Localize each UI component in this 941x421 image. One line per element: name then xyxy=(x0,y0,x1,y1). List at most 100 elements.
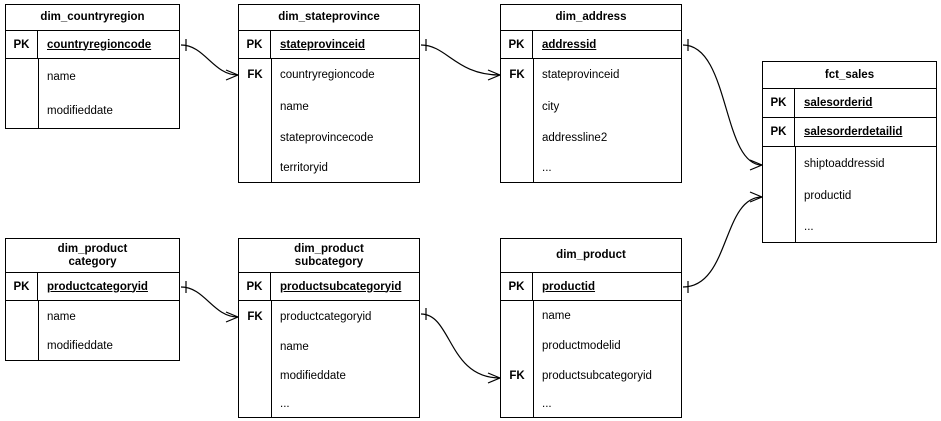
key-label xyxy=(763,180,795,212)
key-label xyxy=(6,332,38,360)
key-label: FK xyxy=(247,310,263,323)
attribute-name: productsubcategoryid xyxy=(542,369,652,382)
attribute-name: ... xyxy=(804,221,814,233)
entity-title-dim_productsubcategory: dim_product subcategory xyxy=(239,239,419,273)
entity-dim_product[interactable]: dim_product PK productid name productmod… xyxy=(500,238,682,418)
entity-dim_stateprovince[interactable]: dim_stateprovince PK stateprovinceid FK … xyxy=(238,4,420,183)
entity-dim_productsubcategory[interactable]: dim_product subcategory PK productsubcat… xyxy=(238,238,420,418)
attribute-row[interactable]: PK countryregioncode xyxy=(6,31,179,59)
attribute-row[interactable]: FK stateprovinceid xyxy=(501,59,681,91)
attribute-name: stateprovincecode xyxy=(280,131,374,144)
key-label xyxy=(239,390,271,417)
key-label xyxy=(763,147,795,180)
attribute-row[interactable]: modifieddate xyxy=(6,94,179,128)
many-marker xyxy=(225,311,239,323)
key-label xyxy=(239,153,271,182)
entity-title-line: dim_product xyxy=(57,242,128,255)
attribute-row[interactable]: ... xyxy=(501,390,681,417)
entity-title-fct_sales: fct_sales xyxy=(763,62,936,89)
attribute-row[interactable]: productid xyxy=(763,180,936,212)
many-marker xyxy=(487,69,501,81)
attribute-row[interactable]: modifieddate xyxy=(239,361,419,390)
attribute-body: shiptoaddressid productid ... xyxy=(763,147,936,242)
attribute-name: addressid xyxy=(542,38,597,51)
entity-dim_address[interactable]: dim_address PK addressid FK stateprovinc… xyxy=(500,4,682,183)
entity-title-dim_address: dim_address xyxy=(501,5,681,31)
attribute-row[interactable]: ... xyxy=(501,153,681,182)
attribute-name: territoryid xyxy=(280,161,328,174)
key-label xyxy=(239,91,271,122)
key-label xyxy=(6,94,38,128)
attribute-name: productmodelid xyxy=(542,340,621,352)
attribute-row[interactable]: modifieddate xyxy=(6,332,179,360)
relationship-stateprovince-address xyxy=(420,39,501,81)
attribute-name: shiptoaddressid xyxy=(804,157,885,170)
attribute-name: modifieddate xyxy=(280,369,346,382)
attribute-row[interactable]: city xyxy=(501,91,681,122)
key-label: PK xyxy=(501,31,533,58)
attribute-name: modifieddate xyxy=(47,340,113,352)
attribute-name: ... xyxy=(542,397,552,410)
many-marker xyxy=(225,69,239,81)
entity-title-line: category xyxy=(68,255,117,268)
many-marker xyxy=(749,191,763,203)
attribute-row[interactable]: ... xyxy=(239,390,419,417)
attribute-row[interactable]: productmodelid xyxy=(501,331,681,361)
attribute-body: name modifieddate xyxy=(6,301,179,360)
entity-title-dim_countryregion: dim_countryregion xyxy=(6,5,179,31)
attribute-body: FK stateprovinceid city addressline2 ... xyxy=(501,59,681,182)
attribute-row[interactable]: PK addressid xyxy=(501,31,681,59)
attribute-row[interactable]: FK productsubcategoryid xyxy=(501,361,681,390)
relationship-productsubcategory-product xyxy=(420,308,501,384)
key-label: PK xyxy=(239,273,271,300)
key-label xyxy=(501,331,533,361)
attribute-row[interactable]: name xyxy=(501,301,681,331)
entity-dim_productcategory[interactable]: dim_product category PK productcategoryi… xyxy=(5,238,180,361)
key-label xyxy=(501,122,533,153)
relationship-product-fctsales xyxy=(682,191,763,293)
attribute-name: name xyxy=(280,100,309,113)
attribute-row[interactable]: addressline2 xyxy=(501,122,681,153)
attribute-row[interactable]: PK productcategoryid xyxy=(6,273,179,301)
attribute-name: city xyxy=(542,100,560,113)
key-label: FK xyxy=(509,69,525,81)
key-label xyxy=(6,59,38,94)
attribute-row[interactable]: PK stateprovinceid xyxy=(239,31,419,59)
attribute-row[interactable]: name xyxy=(239,332,419,361)
entity-title-line: dim_stateprovince xyxy=(278,11,380,23)
relationship-productcategory-productsubcategory xyxy=(180,281,239,323)
attribute-name: productsubcategoryid xyxy=(280,280,402,293)
entity-title-line: subcategory xyxy=(294,255,364,268)
entity-dim_countryregion[interactable]: dim_countryregion PK countryregioncode n… xyxy=(5,4,180,129)
attribute-name: productid xyxy=(542,280,596,293)
attribute-name: ... xyxy=(280,397,290,410)
attribute-row[interactable]: PK salesorderdetailid xyxy=(763,118,936,147)
attribute-row[interactable]: FK countryregioncode xyxy=(239,59,419,91)
attribute-row[interactable]: PK productid xyxy=(501,273,681,301)
key-label xyxy=(239,332,271,361)
attribute-row[interactable]: stateprovincecode xyxy=(239,122,419,153)
key-label: PK xyxy=(763,89,795,117)
key-label xyxy=(239,361,271,390)
attribute-body: name modifieddate xyxy=(6,59,179,128)
attribute-body: FK countryregioncode name stateprovincec… xyxy=(239,59,419,182)
attribute-row[interactable]: ... xyxy=(763,212,936,242)
entity-fct_sales[interactable]: fct_sales PK salesorderid PK salesorderd… xyxy=(762,61,937,243)
attribute-name: name xyxy=(47,310,76,323)
attribute-name: addressline2 xyxy=(542,131,608,144)
attribute-name: productid xyxy=(804,190,852,202)
attribute-row[interactable]: name xyxy=(6,301,179,332)
key-label: FK xyxy=(247,69,263,81)
attribute-row[interactable]: territoryid xyxy=(239,153,419,182)
key-label: PK xyxy=(763,118,795,146)
attribute-row[interactable]: PK productsubcategoryid xyxy=(239,273,419,301)
attribute-row[interactable]: name xyxy=(6,59,179,94)
entity-title-line: dim_address xyxy=(555,11,627,23)
attribute-row[interactable]: PK salesorderid xyxy=(763,89,936,118)
attribute-row[interactable]: shiptoaddressid xyxy=(763,147,936,180)
attribute-row[interactable]: name xyxy=(239,91,419,122)
attribute-row[interactable]: FK productcategoryid xyxy=(239,301,419,332)
key-label xyxy=(763,212,795,242)
attribute-name: salesorderid xyxy=(804,97,873,109)
